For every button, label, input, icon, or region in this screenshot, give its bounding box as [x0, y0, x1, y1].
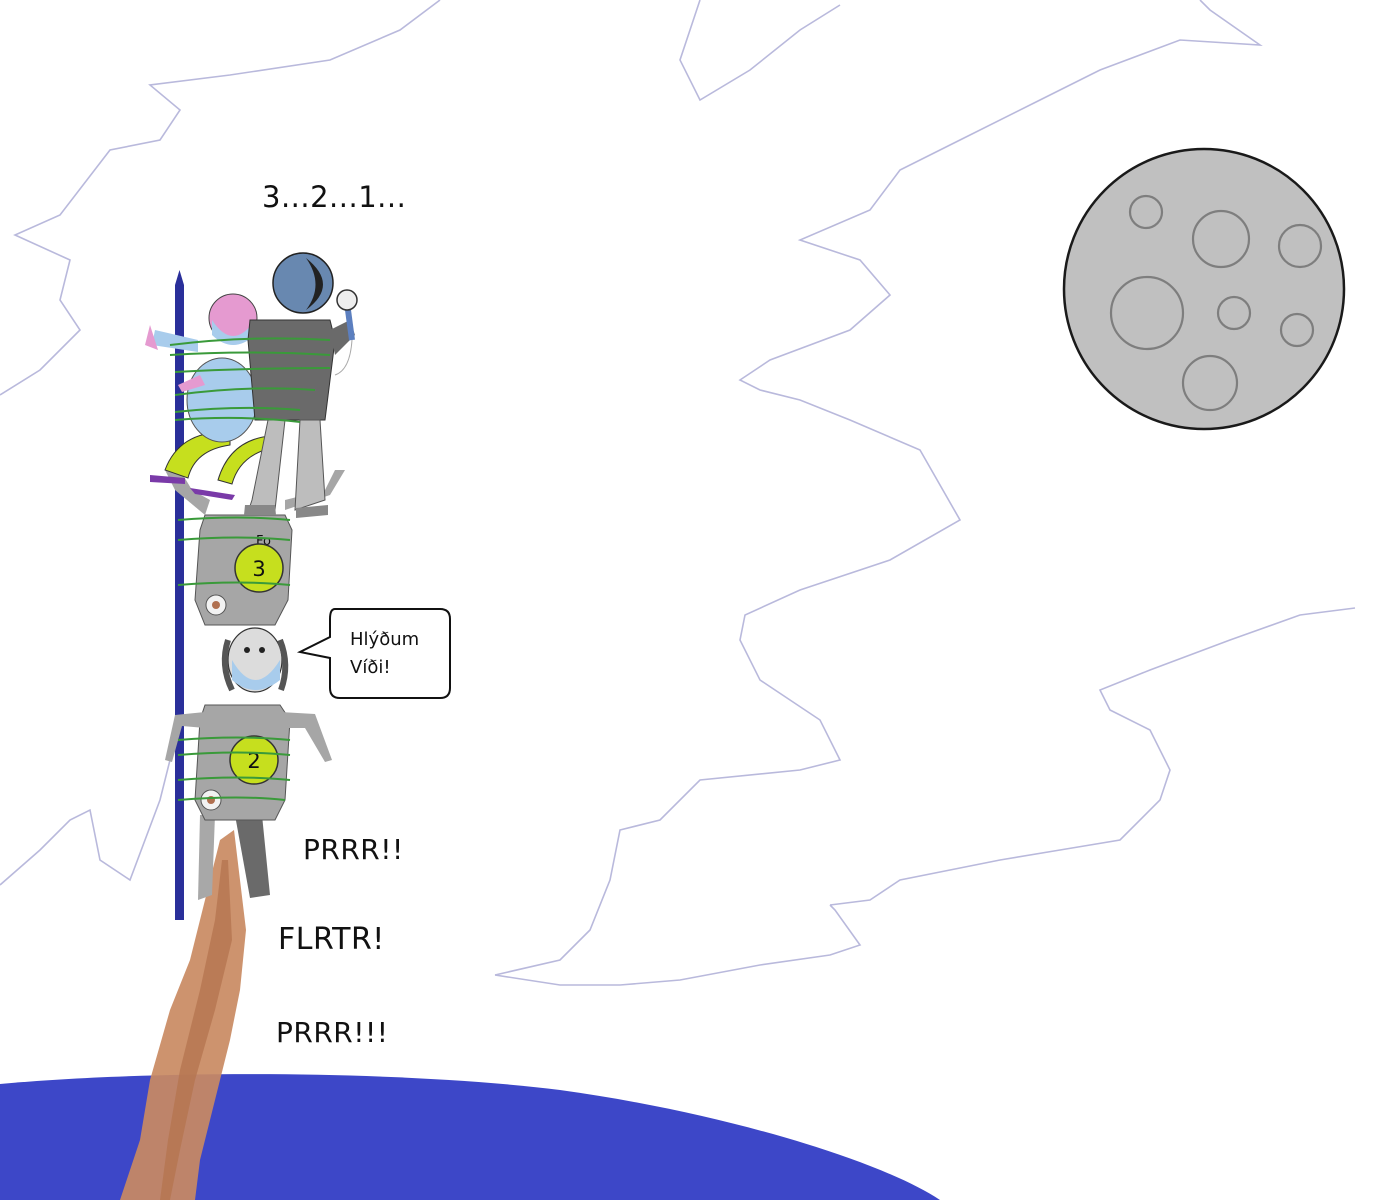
sound-effect-1: PRRR!! [303, 833, 404, 866]
badge-3-label: 3 [252, 557, 265, 581]
microphone-icon [334, 289, 358, 376]
earth [0, 1074, 940, 1200]
countdown-text: 3...2...1... [262, 180, 407, 214]
sound-effect-3: PRRR!!! [276, 1016, 389, 1049]
rocket-pole [175, 285, 184, 920]
speech-bubble-line-1: Hlýðum [350, 629, 420, 650]
speech-bubble-line-2: Víði! [350, 657, 391, 678]
green-rope [169, 337, 331, 801]
astronaut-helmet-icon [272, 252, 334, 314]
masked-figure-head [221, 627, 289, 693]
speech-bubble [296, 608, 451, 699]
green-horns [150, 431, 273, 500]
moon-icon [1062, 147, 1346, 431]
badge-3: 3 [234, 543, 284, 593]
sound-effect-2: FLRTR! [278, 922, 385, 957]
speech-bubble-text: Hlýðum Víði! [350, 626, 450, 682]
cloud-outlines [0, 0, 1356, 986]
reporter-astronaut [244, 319, 355, 518]
astronaut-2 [165, 704, 332, 900]
pink-figure [145, 293, 258, 443]
badge-2: 2 [229, 735, 279, 785]
badge-2-label: 2 [247, 749, 260, 773]
rocket-exhaust [120, 830, 246, 1200]
